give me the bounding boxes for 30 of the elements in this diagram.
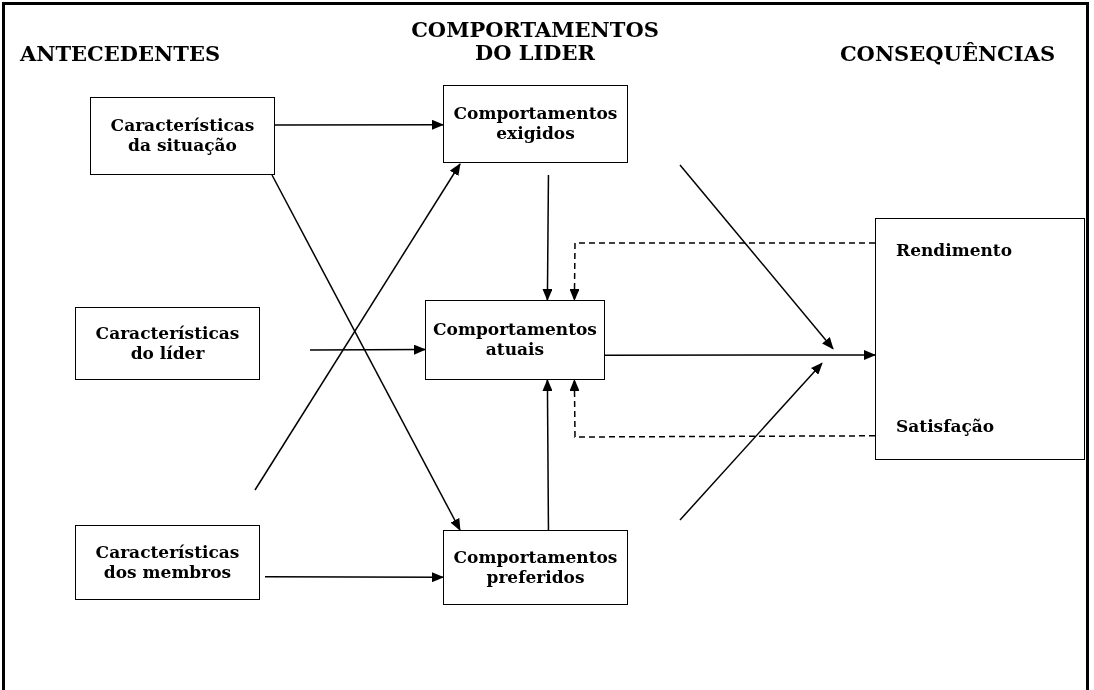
arrow xyxy=(542,379,553,531)
process-box xyxy=(75,307,260,380)
process-box xyxy=(90,97,275,175)
arrow xyxy=(271,174,461,531)
arrow xyxy=(264,572,444,583)
column-heading: COMPORTAMENTOS DO LIDER xyxy=(410,18,660,65)
process-box xyxy=(443,530,628,605)
arrow xyxy=(542,174,553,301)
node-text: Comportamentos preferidos xyxy=(452,547,619,588)
process-box xyxy=(425,300,605,380)
arrow xyxy=(274,119,444,130)
arrow xyxy=(604,350,876,360)
arrow xyxy=(679,164,834,350)
dashed-arrow xyxy=(569,242,876,301)
node-text: Características da situação xyxy=(109,116,256,156)
node-text: Características do líder xyxy=(94,323,241,364)
process-box xyxy=(75,525,260,600)
node-text: Comportamentos exigidos xyxy=(452,104,619,144)
process-box xyxy=(443,85,628,163)
node-text: Comportamentos atuais xyxy=(433,320,597,360)
arrow xyxy=(309,344,426,355)
dashed-arrow xyxy=(569,379,876,438)
arrow xyxy=(254,163,461,491)
node-text: Características dos membros xyxy=(94,542,241,583)
column-heading: CONSEQUÊNCIAS xyxy=(838,42,1057,66)
arrow xyxy=(679,362,823,521)
column-heading: ANTECEDENTES xyxy=(20,42,220,66)
node-text: Satisfação xyxy=(896,417,995,437)
outcome-box xyxy=(875,218,1085,460)
node-text: Rendimento xyxy=(896,241,1012,261)
